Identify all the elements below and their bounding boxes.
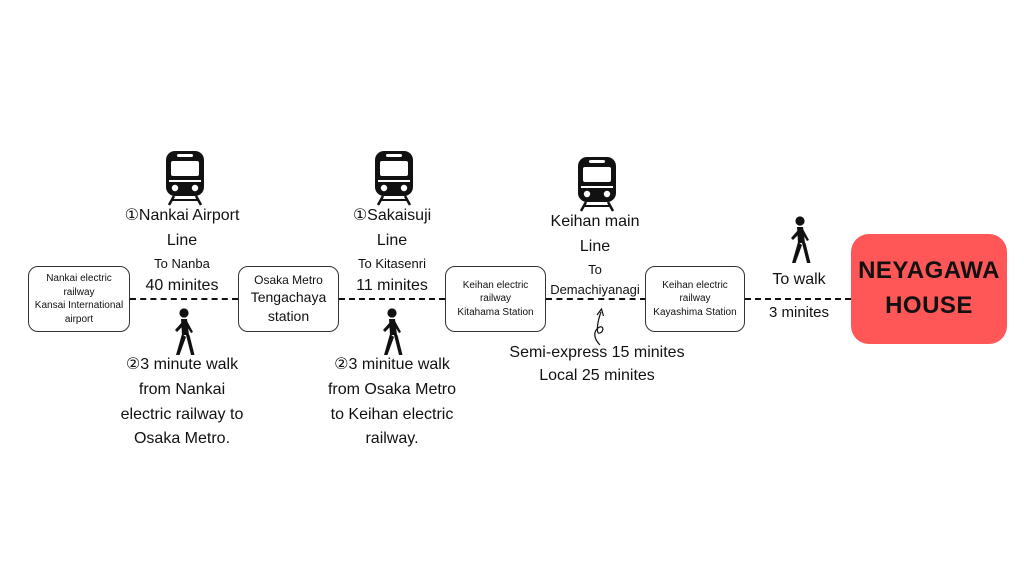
transfer-walk-2-line3: to Keihan electric (330, 405, 454, 423)
segment-keihan-direction-1: To (588, 261, 602, 277)
station-kayashima-line3: Kayashima Station (653, 306, 737, 318)
segment-sakaisuji-line-name-2: Line (376, 231, 408, 249)
destination-neyagawa-house: NEYAGAWA HOUSE (851, 234, 1007, 344)
transfer-walk-1-line3: electric railway to (120, 405, 244, 423)
segment-keihan-line-name-1: Keihan main (550, 213, 640, 230)
transfer-walk-1-line2: from Nankai (138, 380, 226, 398)
train-icon (165, 150, 205, 206)
route-line-4 (745, 298, 851, 300)
train-icon (374, 150, 414, 206)
station-kansai-line1: Nankai electric (46, 273, 112, 284)
segment-sakaisuji-label: ①Sakaisuji Line To Kitasenri 11 minites (292, 204, 492, 299)
route-line-3 (546, 298, 646, 300)
transfer-walk-2-line2: from Osaka Metro (327, 380, 457, 398)
segment-keihan-local: Local 25 minites (539, 367, 655, 385)
transfer-walk-2: ②3 minitue walk from Osaka Metro to Keih… (292, 353, 492, 452)
station-kansai-line4: airport (64, 313, 94, 325)
station-tengachaya-line2: Tengachaya (250, 289, 327, 306)
transfer-walk-1-line4: Osaka Metro. (133, 430, 231, 448)
segment-final-walk-duration-box: 3 minites (740, 301, 858, 324)
station-kitahama-line2: railway (479, 293, 512, 305)
segment-sakaisuji-direction: To Kitasenri (358, 255, 426, 271)
station-kansai-line3: Kansai International (34, 300, 124, 311)
station-kansai-line2: railway (63, 286, 95, 298)
segment-keihan-semi-express: Semi-express 15 minites (509, 344, 685, 361)
segment-nankai-direction: To Nanba (154, 255, 210, 271)
walking-person-icon (167, 308, 197, 356)
route-line-2 (339, 298, 445, 300)
segment-final-walk-to-walk: To walk (740, 268, 858, 293)
segment-keihan-times: Semi-express 15 minites Local 25 minites (470, 341, 724, 387)
destination-line2: HOUSE (885, 292, 973, 319)
transfer-walk-1-line1: ②3 minute walk (125, 356, 239, 373)
final-walk-duration: 3 minites (768, 304, 830, 321)
curly-arrow-icon (594, 307, 605, 346)
walking-person-icon (375, 308, 405, 356)
station-tengachaya-line3: station (267, 308, 310, 325)
destination-line1: NEYAGAWA (858, 257, 1000, 285)
segment-nankai-line-name-2: Line (166, 231, 198, 249)
station-kayashima-line2: railway (679, 293, 711, 305)
station-kayashima: Keihan electric railway Kayashima Statio… (645, 266, 745, 332)
transfer-walk-1: ②3 minute walk from Nankai electric rail… (82, 353, 282, 452)
final-walk-label: To walk (772, 271, 826, 288)
walking-person-icon (783, 216, 813, 264)
station-kansai-airport: Nankai electric railway Kansai Internati… (28, 266, 130, 332)
station-tengachaya: Osaka Metro Tengachaya station (238, 266, 339, 332)
transfer-walk-2-line4: railway. (365, 430, 419, 448)
segment-nankai-duration: 40 minites (145, 276, 219, 294)
station-kitahama-line3: Kitahama Station (457, 306, 534, 318)
station-kitahama: Keihan electric railway Kitahama Station (445, 266, 546, 332)
train-icon (577, 156, 617, 212)
segment-keihan-line-name-2: Line (579, 237, 611, 255)
station-tengachaya-line1: Osaka Metro (254, 273, 323, 288)
station-kayashima-line1: Keihan electric (662, 279, 728, 291)
segment-sakaisuji-line-name-1: ①Sakaisuji (352, 207, 432, 224)
transfer-walk-2-line1: ②3 minitue walk (334, 356, 450, 373)
segment-keihan-direction-2: Demachiyanagi (550, 281, 640, 297)
segment-keihan-label: Keihan main Line To Demachiyanagi (495, 210, 695, 300)
segment-sakaisuji-duration: 11 minites (356, 276, 428, 294)
segment-nankai-label: ①Nankai Airport Line To Nanba 40 minites (82, 204, 282, 299)
route-line-1 (130, 298, 238, 300)
station-kitahama-line1: Keihan electric (462, 279, 529, 291)
segment-nankai-line-name-1: ①Nankai Airport (124, 207, 240, 224)
